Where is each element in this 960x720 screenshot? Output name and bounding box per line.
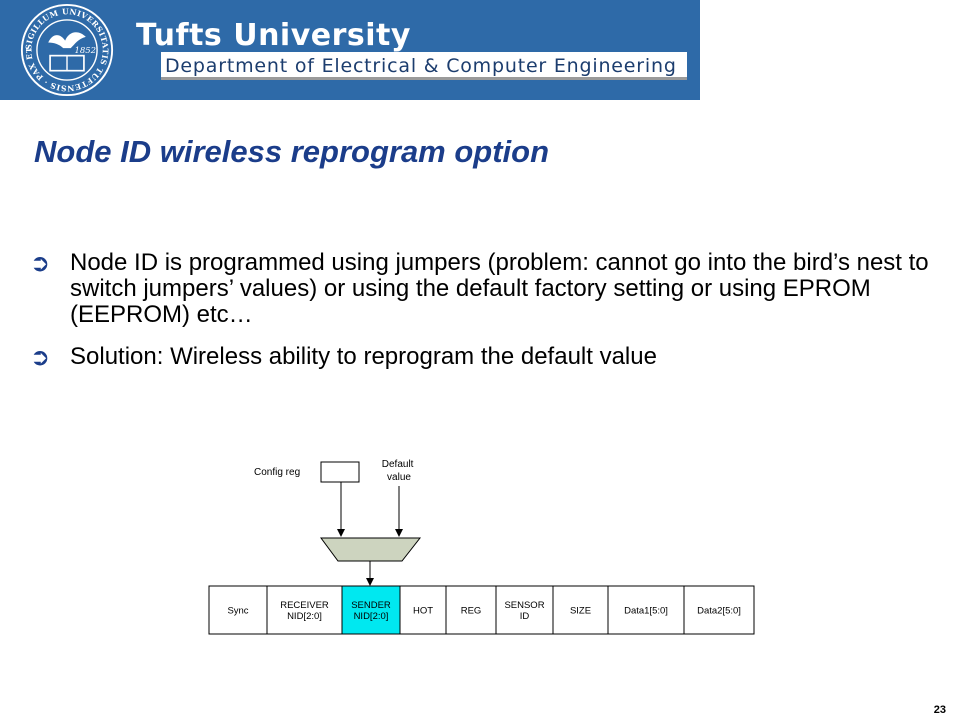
department-name: Department of Electrical & Computer Engi… <box>161 52 687 80</box>
bullet-item: ➲ Node ID is programmed using jumpers (p… <box>30 250 930 328</box>
bullet-text: Node ID is programmed using jumpers (pro… <box>70 249 929 328</box>
slide-title: Node ID wireless reprogram option <box>34 134 550 169</box>
packet-field-box <box>208 585 268 635</box>
curved-arrow-bullet-icon: ➲ <box>30 344 51 371</box>
default-value-label: Default value <box>382 459 416 483</box>
packet-field-label: SIZE <box>570 606 591 617</box>
packet-field-label: HOT <box>413 606 433 617</box>
packet-field-box <box>607 585 685 635</box>
packet-field-label: REG <box>461 606 482 617</box>
packet-field-box <box>683 585 755 635</box>
page-number: 23 <box>933 704 946 716</box>
bullet-list: ➲ Node ID is programmed using jumpers (p… <box>30 250 930 386</box>
bullet-text: Solution: Wireless ability to reprogram … <box>70 343 657 370</box>
packet-field-box <box>552 585 609 635</box>
packet-field-label: Data2[5:0] <box>697 606 741 617</box>
packet-field-box <box>445 585 497 635</box>
curved-arrow-bullet-icon: ➲ <box>30 250 51 277</box>
packet-field-label: Data1[5:0] <box>624 606 668 617</box>
packet-field-box <box>266 585 343 635</box>
packet-field-box <box>495 585 554 635</box>
seal-year: 1852 <box>75 45 97 55</box>
config-reg-label: Config reg <box>254 467 300 478</box>
multiplexer <box>320 537 422 562</box>
config-reg-box <box>320 461 360 483</box>
packet-field-box <box>341 585 401 635</box>
university-name: Tufts University <box>136 18 411 53</box>
packet-field-box <box>399 585 447 635</box>
university-seal-icon: SIGILLUM UNIVERSITATIS TUFTENSIS · PAX E… <box>20 3 114 97</box>
packet-field-label: Sync <box>227 606 248 617</box>
header-banner: SIGILLUM UNIVERSITATIS TUFTENSIS · PAX E… <box>0 0 700 100</box>
bullet-item: ➲ Solution: Wireless ability to reprogra… <box>30 343 930 371</box>
